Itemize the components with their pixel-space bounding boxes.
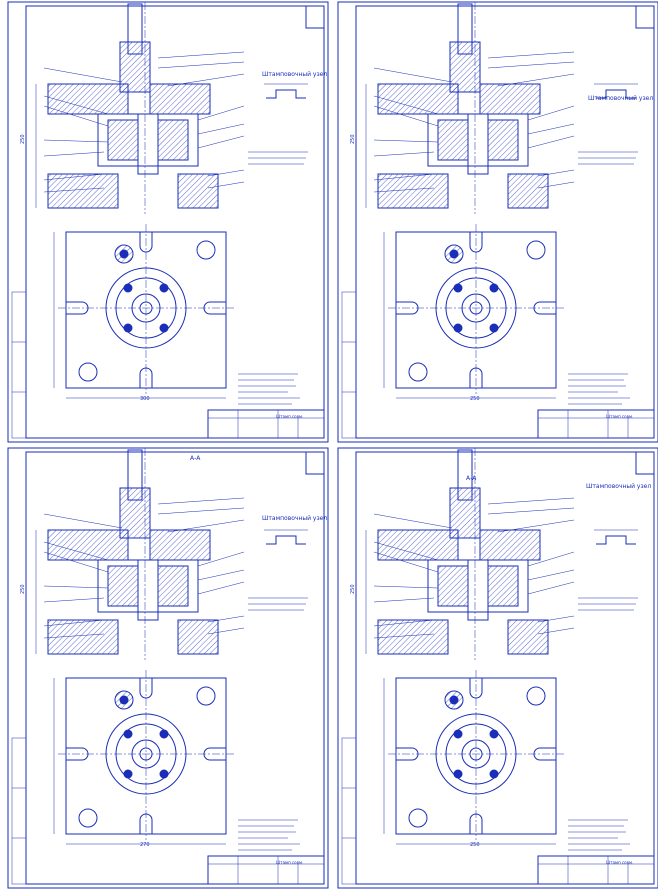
sheet-4-stamp: Штамп совм.: [606, 860, 633, 865]
sheet-4-dim-h: 250: [350, 584, 356, 594]
sheet-1-title: Штамповочный узел: [262, 71, 327, 78]
sheet-2-dim-h: 250: [350, 134, 356, 144]
sheet-4: Штамповочный узел А-А 250 250 Штамп совм…: [337, 447, 658, 889]
sheet-4-section: А-А: [466, 475, 477, 482]
sheet-3: Штамповочный узел А-А 250 270 Штамп совм…: [7, 447, 329, 889]
sheet-4-dim-w: 250: [470, 842, 480, 848]
sheet-4-title: Штамповочный узел: [586, 483, 651, 490]
sheet-2-title: Штамповочный узел: [588, 95, 653, 102]
sheet-1-dim-h: 250: [20, 134, 26, 144]
sheet-1-dim-w: 300: [140, 396, 150, 402]
sheet-3-dim-w: 270: [140, 842, 150, 848]
sheet-3-dim-h: 250: [20, 584, 26, 594]
sheet-2-stamp: Штамп совм.: [606, 414, 633, 419]
sheet-1-stamp: Штамп совм.: [276, 414, 303, 419]
sheet-3-section: А-А: [190, 455, 201, 462]
sheet-2: Штамповочный узел 250 250 Штамп совм.: [337, 1, 658, 443]
sheet-2-dim-w: 250: [470, 396, 480, 402]
sheet-3-title: Штамповочный узел: [262, 515, 327, 522]
sheet-1: Штамповочный узел 250 300 Штамп совм.: [7, 1, 329, 443]
sheet-3-stamp: Штамп совм.: [276, 860, 303, 865]
